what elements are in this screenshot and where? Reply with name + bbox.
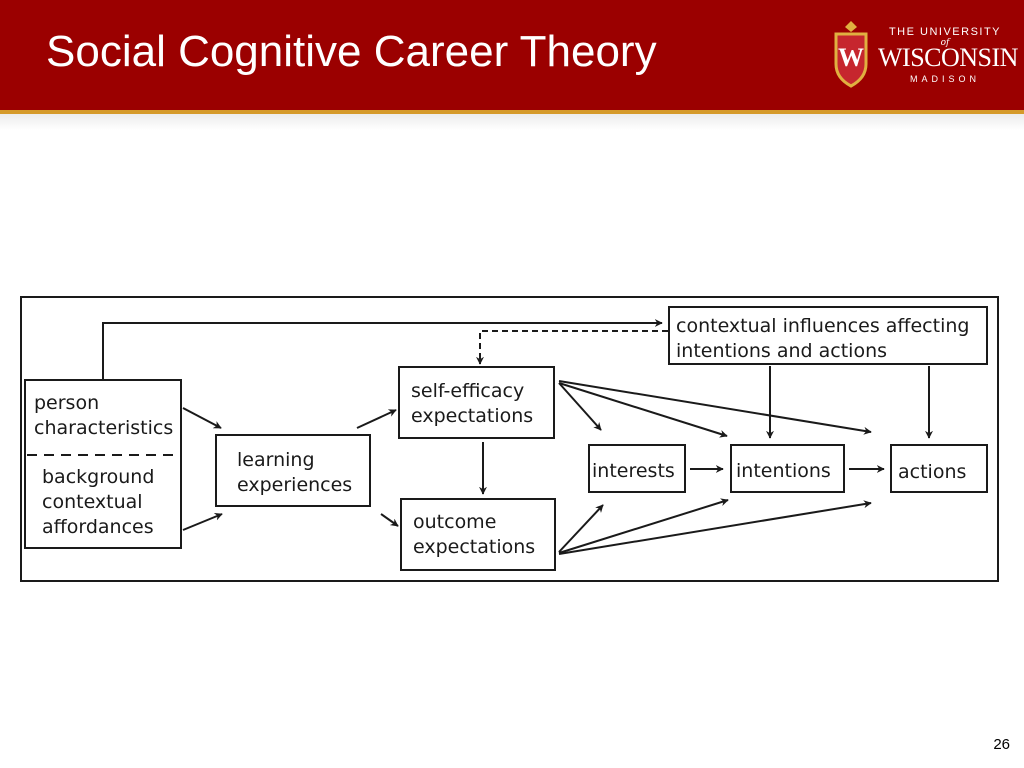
outcome-expectations-box [400,498,556,571]
logo-wordmark: THE UNIVERSITY of WISCONSIN MADISON [878,26,1018,85]
arrow-person-to-contextual [102,319,663,380]
contextual-label-line1: contextual influences affecting [676,315,969,337]
self-efficacy-label-line1: self-efficacy [411,380,524,402]
header-gold-rule [0,110,1024,114]
person-label-line1: person [34,392,99,414]
arrow-background-to-learning [182,513,223,531]
logo-line-wisconsin: WISCONSIN [878,43,1018,72]
arrow-self-efficacy-to-intentions [558,382,728,438]
crest-icon: W [834,21,868,88]
person-background-box [24,379,182,549]
person-label-line2: characteristics [34,417,173,439]
learning-label-line1: learning [237,449,315,471]
university-logo: W THE UNIVERSITY of WISCONSIN MADISON [832,18,1018,90]
learning-experiences-box [215,434,371,507]
interests-label: interests [592,460,675,482]
background-label-line2: contextual [42,491,143,513]
intentions-box [730,444,845,493]
crest-letter: W [838,43,864,72]
contextual-influences-box [668,306,988,365]
background-label-line3: affordances [42,516,154,538]
logo-line-university: THE UNIVERSITY [888,26,1002,38]
arrow-self-efficacy-to-actions [558,380,872,435]
learning-label-line2: experiences [237,474,352,496]
self-efficacy-box [398,366,555,439]
actions-box [890,444,988,493]
arrow-person-to-learning [182,407,222,429]
logo-line-of: of [940,38,950,48]
interests-box [588,444,686,493]
arrow-outcome-to-actions [558,500,872,555]
slide-title: Social Cognitive Career Theory [46,27,657,76]
arrow-self-efficacy-to-interests [558,382,602,431]
actions-label: actions [898,461,966,483]
page-number: 26 [993,736,1010,753]
intentions-label: intentions [736,460,831,482]
arrow-outcome-to-interests [558,504,604,553]
arrow-outcome-to-intentions [558,498,729,554]
self-efficacy-label-line2: expectations [411,405,533,427]
logo-line-madison: MADISON [909,74,980,84]
arrow-contextual-to-self-efficacy [476,330,668,365]
arrow-learning-to-self-efficacy [356,409,397,429]
background-label-line1: background [42,466,154,488]
outcome-label-line1: outcome [413,511,496,533]
arrow-learning-to-outcome [380,513,399,527]
outcome-label-line2: expectations [413,536,535,558]
header-shadow [0,114,1024,130]
diagram-frame [20,296,999,582]
contextual-label-line2: intentions and actions [676,340,887,362]
